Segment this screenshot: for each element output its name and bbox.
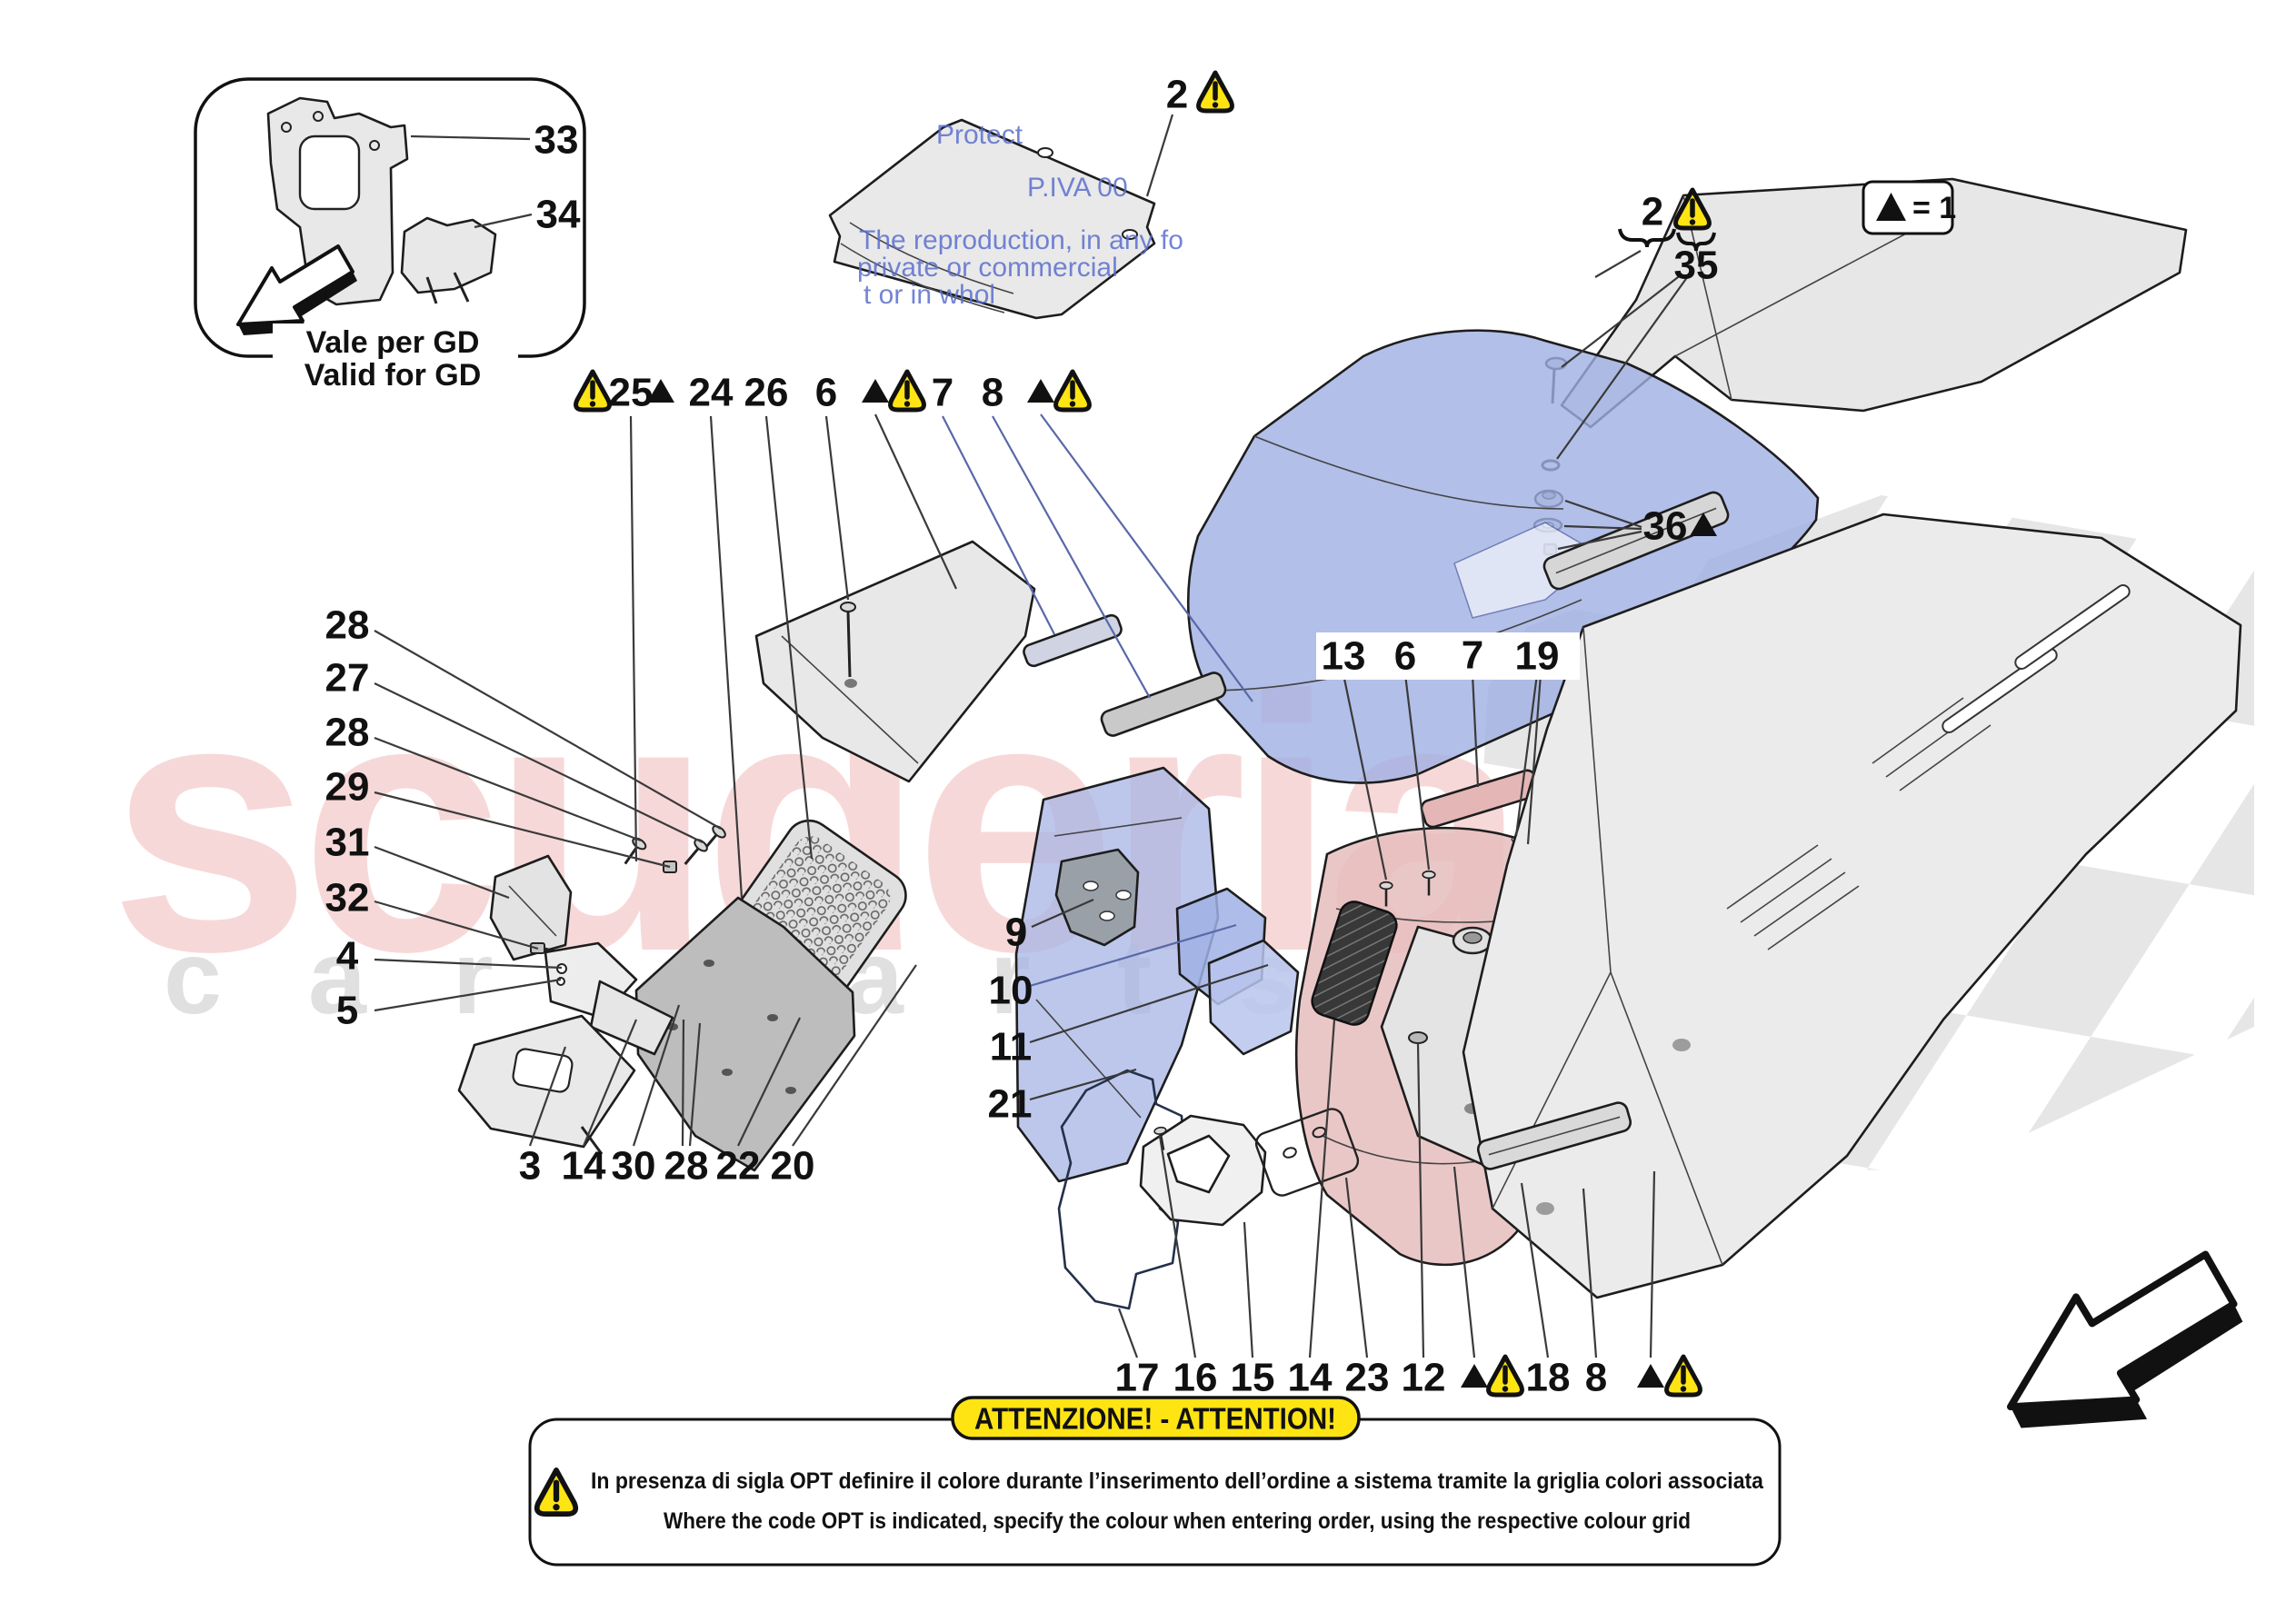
underbrace: [1676, 232, 1716, 252]
part-footrest-carbon: [1311, 901, 1398, 1026]
callout-8: 8: [982, 371, 1003, 415]
part-floor-mat-center: [754, 540, 1036, 783]
callout-22: 22: [716, 1144, 761, 1189]
callout-13: 13: [1322, 634, 1366, 679]
copyright-watermark: Protect P.IVA 00 The reproduction, in an…: [857, 120, 1183, 310]
callout-row-bottom-left: 3 14 30 28 22 20: [519, 1144, 815, 1189]
underbrace: [1618, 228, 1676, 248]
callout-group-35: 2 35: [1618, 190, 1719, 288]
callout-16: 16: [1173, 1356, 1218, 1400]
callout-27: 27: [325, 656, 370, 701]
attention-pill: [951, 1396, 1361, 1440]
part-bracket-cluster: [457, 822, 729, 1155]
part-sill-rail-right: [1542, 491, 1730, 591]
callout-33: 33: [534, 118, 579, 163]
callout-top-center: 2: [1166, 73, 1233, 117]
part-support-plate: [1254, 1108, 1360, 1197]
callout-19: 19: [1515, 634, 1560, 679]
callout-17: 17: [1115, 1356, 1160, 1400]
callout-8b: 8: [1585, 1356, 1607, 1400]
part-tray-rail: [1476, 1101, 1632, 1170]
qty-triangle-icon: [1876, 193, 1906, 221]
attention-line-en: Where the code OPT is indicated, specify…: [664, 1508, 1691, 1534]
inset-note-it: Vale per GD: [306, 325, 480, 360]
part-grommet: [1452, 926, 1493, 955]
callout-23: 23: [1345, 1356, 1390, 1400]
callout-35: 35: [1674, 244, 1719, 288]
legend-value: = 1: [1912, 191, 1956, 225]
callout-group-36: 36: [1643, 504, 1717, 549]
callout-2: 2: [1166, 73, 1188, 117]
callout-row-mid: 13 6 7 19: [1316, 632, 1580, 680]
part-insulation-pad: [1054, 848, 1140, 947]
callout-12: 12: [1402, 1356, 1446, 1400]
copyright-line: P.IVA 00: [1027, 173, 1128, 203]
callout-31: 31: [325, 821, 370, 865]
leader-lines: [374, 114, 1689, 1358]
callout-20: 20: [771, 1144, 815, 1189]
attention-line-it: In presenza di sigla OPT definire il col…: [591, 1468, 1764, 1494]
floor-plug: [1408, 1031, 1428, 1044]
callout-29: 29: [325, 765, 370, 810]
inset-note-en: Valid for GD: [304, 358, 482, 393]
part-sill-rail-left: [1100, 672, 1227, 737]
callout-10: 10: [989, 969, 1033, 1013]
callout-6: 6: [815, 371, 837, 415]
callout-6b: 6: [1394, 634, 1416, 679]
attention-title: ATTENZIONE! - ATTENTION!: [974, 1402, 1336, 1436]
callout-col-left: 28 27 28 29 31 32 4 5: [325, 603, 370, 1033]
part-top-mat: [828, 118, 1156, 320]
callout-row-top: 25 24 26 6 7 8: [576, 371, 1090, 415]
callout-34: 34: [536, 193, 581, 237]
callout-9: 9: [1005, 911, 1027, 955]
callout-30: 30: [612, 1144, 656, 1189]
callout-5: 5: [336, 989, 358, 1033]
callout-3: 3: [519, 1144, 541, 1189]
callout-36: 36: [1643, 504, 1688, 549]
copyright-line: Protect: [936, 120, 1023, 150]
part-footrest-bracket: [1139, 1114, 1267, 1227]
copyright-line: The reproduction, in any fo: [859, 225, 1183, 255]
callout-col-mid: 9 10 11 21: [988, 911, 1033, 1127]
callout-24: 24: [689, 371, 734, 415]
callout-25: 25: [609, 371, 654, 415]
callout-14b: 14: [1288, 1356, 1333, 1400]
part-heel-plate: [634, 896, 856, 1172]
part-mat-outline: [1057, 1069, 1185, 1310]
callout-2b: 2: [1642, 190, 1663, 234]
legend-triangle-qty: = 1: [1862, 180, 1956, 235]
part-carpet-flap-lower: [1207, 939, 1300, 1056]
part-compartment-tray: [1462, 512, 2242, 1299]
callout-4: 4: [336, 934, 359, 979]
callout-32: 32: [325, 876, 370, 920]
callout-11: 11: [990, 1025, 1033, 1070]
callout-14: 14: [562, 1144, 606, 1189]
inset-valid-for-gd: 33 34 Vale per GD Valid for GD: [194, 77, 586, 393]
copyright-line: private or commercial: [857, 253, 1118, 283]
callout-7b: 7: [1462, 633, 1483, 678]
callout-26: 26: [744, 371, 789, 415]
callout-18: 18: [1526, 1356, 1571, 1400]
callout-28a: 28: [325, 603, 370, 648]
part-33-bracket: [266, 96, 409, 306]
part-sill-rail-front: [1023, 613, 1123, 668]
callout-28c: 28: [664, 1144, 709, 1189]
callout-row-bottom: 17 16 15 14 23 12 18 8: [1115, 1356, 1701, 1400]
callout-7: 7: [932, 371, 953, 415]
attention-banner: ATTENZIONE! - ATTENTION! In presenza di …: [528, 1396, 1782, 1567]
part-34-bracket: [400, 216, 497, 304]
callout-15: 15: [1231, 1356, 1275, 1400]
callout-28b: 28: [325, 711, 370, 755]
copyright-line: t or in whol: [863, 280, 995, 310]
callout-21: 21: [988, 1082, 1033, 1127]
